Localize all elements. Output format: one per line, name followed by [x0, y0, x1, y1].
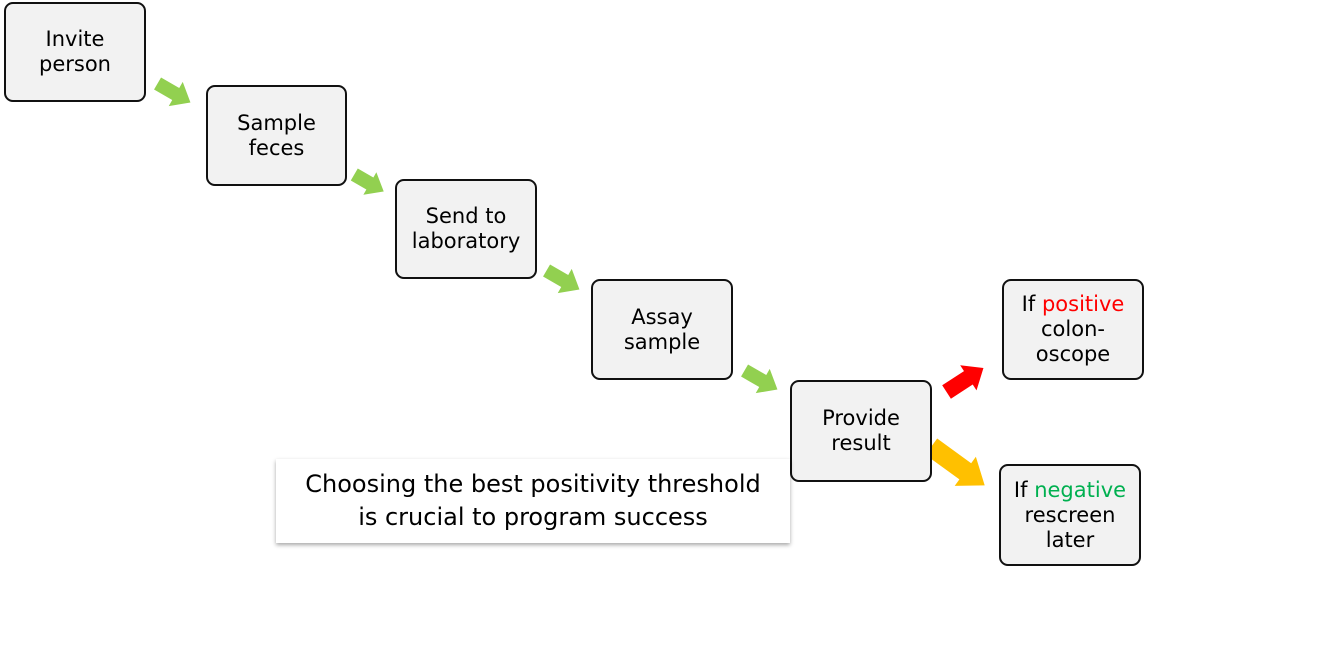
positive-arrow	[942, 365, 984, 399]
step-provide-result: Provide result	[790, 380, 932, 482]
step-label-line: Assay	[631, 304, 693, 329]
outcome-label-line: later	[1045, 527, 1095, 552]
step-label-line: feces	[248, 135, 305, 160]
step-label-line: sample	[623, 329, 701, 354]
outcome-label-line: oscope	[1035, 342, 1111, 366]
step-assay-sample: Assay sample	[591, 279, 733, 380]
outcome-positive-header: If positive	[1022, 292, 1125, 317]
positive-keyword: positive	[1041, 292, 1125, 316]
note-line: Choosing the best positivity threshold	[305, 470, 761, 498]
step-label-line: result	[831, 431, 891, 455]
step-label-line: Provide	[822, 406, 900, 430]
step-label-line: person	[39, 52, 111, 76]
outcome-label-line: rescreen	[1024, 502, 1116, 527]
outcome-positive-box: If positive colon- oscope	[1002, 279, 1144, 380]
flow-arrow	[543, 264, 580, 294]
step-send-to-laboratory: Send to laboratory	[395, 179, 537, 279]
step-label-line: Sample	[237, 110, 316, 135]
outcome-negative-box: If negative rescreen later	[999, 464, 1141, 566]
step-invite-person: Invite person	[4, 2, 146, 102]
step-label-line: Send to	[425, 204, 507, 228]
outcome-prefix: If	[1013, 477, 1028, 502]
step-label-line: Invite	[45, 27, 105, 51]
step-label-line: laboratory	[411, 229, 521, 253]
threshold-note: Choosing the best positivity threshold i…	[276, 459, 790, 543]
flow-arrow	[154, 77, 191, 107]
outcome-negative-header: If negative	[1014, 478, 1126, 503]
negative-keyword: negative	[1034, 477, 1127, 502]
note-line: is crucial to program success	[358, 503, 708, 531]
step-sample-feces: Sample feces	[206, 85, 347, 186]
flow-arrow	[350, 168, 384, 195]
flow-arrow	[741, 364, 778, 394]
outcome-label-line: colon-	[1041, 317, 1105, 341]
outcome-prefix: If	[1021, 292, 1036, 316]
